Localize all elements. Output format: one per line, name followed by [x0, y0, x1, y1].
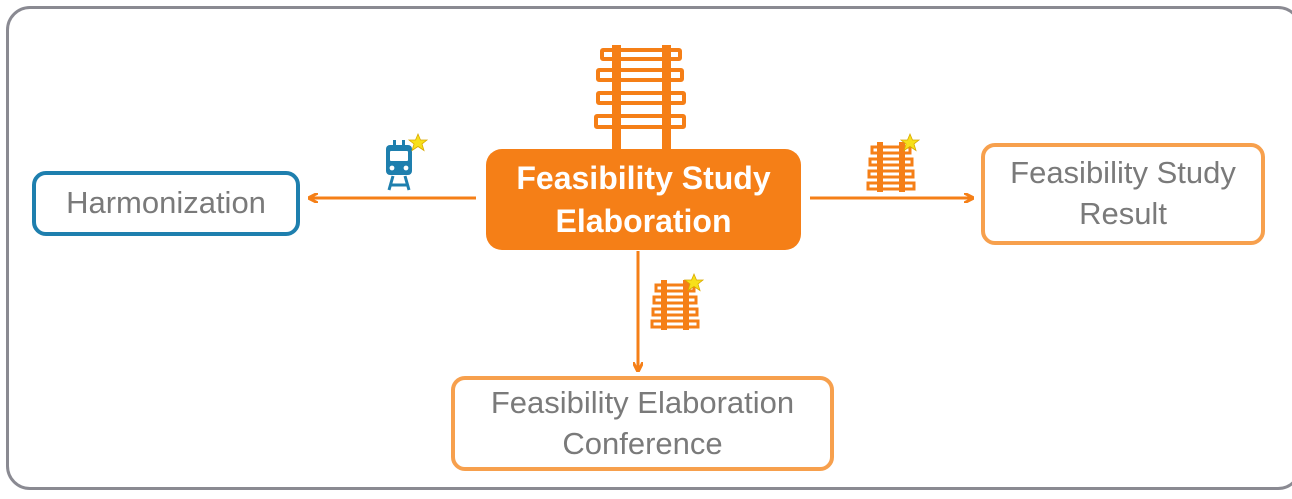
track-star-icon: [866, 132, 921, 192]
conference-label: Feasibility Elaboration Conference: [490, 384, 795, 461]
track-star-icon: [650, 272, 705, 330]
result-label: Feasibility Study Result: [1010, 155, 1236, 231]
harmonization-node: Harmonization: [32, 171, 300, 236]
train-star-icon: [386, 132, 429, 191]
railway-track-icon: [594, 45, 686, 150]
harmonization-label: Harmonization: [66, 185, 266, 221]
feasibility-elaboration-conference-node: Feasibility Elaboration Conference: [451, 376, 834, 471]
feasibility-study-elaboration-node: Feasibility Study Elaboration: [486, 149, 801, 250]
feasibility-study-result-node: Feasibility Study Result: [981, 143, 1265, 245]
center-node-label: Feasibility Study Elaboration: [516, 160, 771, 239]
